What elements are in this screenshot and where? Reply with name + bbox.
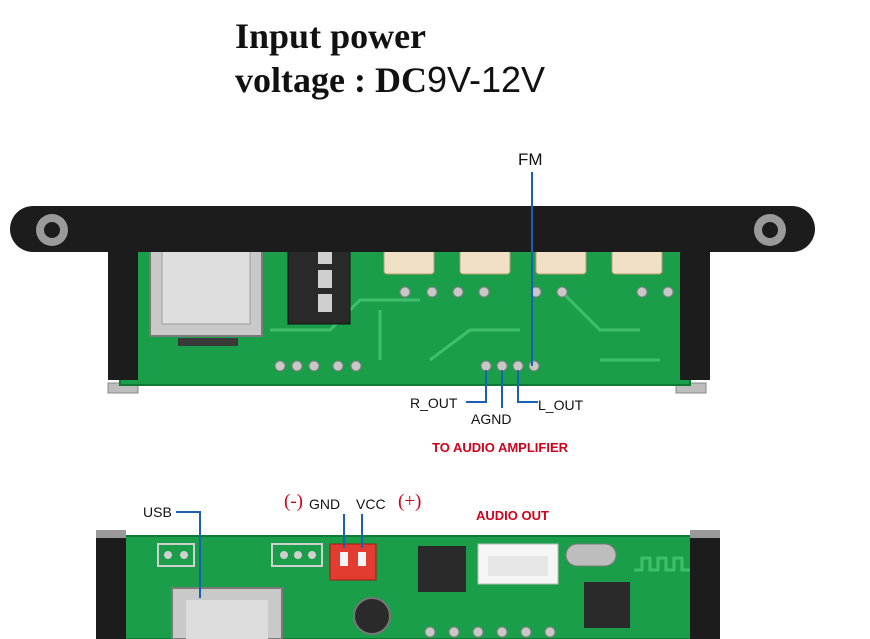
regulator-chip [418,546,466,592]
agnd-label: AGND [471,411,512,427]
capacitor [353,597,391,635]
gnd-label: GND [309,496,341,512]
title-line-2: voltage : DC9V-12V [235,58,545,102]
l-out-label: L_OUT [538,397,584,413]
top-callout-lines [466,172,538,408]
pcb-traces [270,288,660,362]
pcb-antenna [634,556,690,572]
gnd-sign: (-) [284,491,303,512]
voltage-range: 9V-12V [426,59,546,100]
vcc-label: VCC [356,496,386,512]
top-board-bezel [10,206,815,380]
r-out-label: R_OUT [410,395,458,411]
usb-port-icon [171,587,283,639]
usb-label: USB [143,504,172,520]
top-board [10,172,815,408]
title-line-1: Input power [235,16,427,56]
solder-pads [274,286,674,372]
audio-out-label: AUDIO OUT [476,508,549,523]
audio-out-connector-icon [477,543,559,585]
title-prefix: voltage : DC [235,60,427,100]
decoder-chip [584,582,630,628]
audio-amplifier-caption: TO AUDIO AMPLIFIER [432,440,569,455]
fm-label: FM [518,150,543,169]
bottom-callout-lines [176,511,363,598]
bottom-board [96,511,720,639]
bottom-header-pins [157,543,323,567]
voltage-title: Input power voltage : DC9V-12V [235,14,545,102]
vcc-sign: (+) [398,491,422,512]
crystal-oscillator [565,543,617,567]
sd-card-slot-icon [149,235,263,346]
power-connector-icon [329,543,377,581]
bottom-solder-pads [424,626,556,638]
